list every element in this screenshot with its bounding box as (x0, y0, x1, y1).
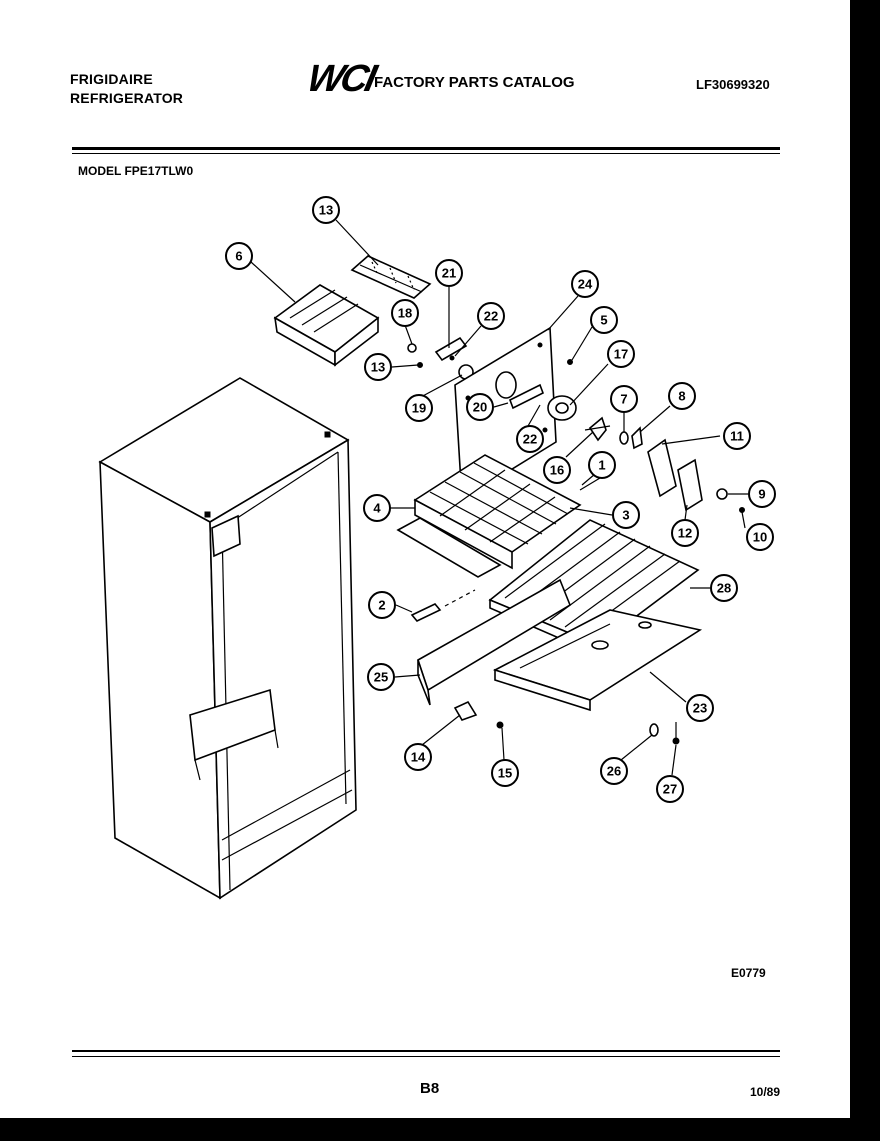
svg-text:19: 19 (412, 401, 426, 416)
footer-rule-thick (72, 1050, 780, 1052)
cabinet-label (211, 514, 241, 558)
svg-text:10: 10 (753, 530, 767, 545)
callout-18: 18 (391, 299, 419, 327)
svg-text:12: 12 (678, 526, 692, 541)
svg-text:7: 7 (620, 392, 627, 407)
svg-text:1: 1 (598, 458, 605, 473)
header-rule-thick (72, 147, 780, 150)
svg-text:22: 22 (523, 432, 537, 447)
catalog-number: LF30699320 (696, 77, 770, 92)
svg-text:18: 18 (398, 306, 412, 321)
callout-27: 27 (656, 775, 684, 803)
parts-7-8 (619, 426, 643, 450)
diagram-code: E0779 (731, 966, 766, 980)
callout-22-upper: 22 (477, 302, 505, 330)
callout-11: 11 (723, 422, 751, 450)
callout-5: 5 (590, 306, 618, 334)
svg-text:14: 14 (411, 750, 426, 765)
part-17-fan-motor (547, 395, 611, 442)
callout-21: 21 (435, 259, 463, 287)
svg-text:8: 8 (678, 389, 685, 404)
svg-text:11: 11 (730, 429, 744, 444)
callout-19: 19 (405, 394, 433, 422)
callout-13-top: 13 (312, 196, 340, 224)
svg-text:28: 28 (717, 581, 731, 596)
lower-small-parts (453, 700, 680, 745)
svg-text:26: 26 (607, 764, 621, 779)
cabinet-opening (209, 438, 357, 900)
small-parts-upper (407, 336, 474, 380)
cabinet-side (99, 460, 221, 900)
callout-20: 20 (466, 393, 494, 421)
cabinet (98, 377, 357, 900)
part-2 (410, 589, 476, 622)
svg-text:23: 23 (693, 701, 707, 716)
callout-10: 10 (746, 523, 774, 551)
svg-text:2: 2 (378, 598, 385, 613)
brand-line-2: REFRIGERATOR (70, 90, 184, 106)
callout-7: 7 (610, 385, 638, 413)
svg-text:21: 21 (442, 266, 456, 281)
svg-text:13: 13 (371, 360, 385, 375)
svg-text:6: 6 (235, 249, 242, 264)
svg-text:15: 15 (498, 766, 512, 781)
page-code: B8 (420, 1080, 440, 1097)
callout-8: 8 (668, 382, 696, 410)
part-24-panel (454, 326, 573, 502)
callout-3: 3 (612, 501, 640, 529)
callout-17: 17 (607, 340, 635, 368)
callout-16: 16 (543, 456, 571, 484)
svg-text:27: 27 (663, 782, 677, 797)
footer-rule-thin (72, 1056, 780, 1057)
part-4-evaporator (396, 454, 601, 578)
svg-text:22: 22 (484, 309, 498, 324)
callout-9: 9 (748, 480, 776, 508)
part-23-pan (492, 609, 703, 712)
leader-lines (250, 219, 748, 776)
callout-2: 2 (368, 591, 396, 619)
callout-23: 23 (686, 694, 714, 722)
callout-4: 4 (363, 494, 391, 522)
header-rule-thin (72, 153, 780, 154)
svg-text:5: 5 (600, 313, 607, 328)
callout-25: 25 (367, 663, 395, 691)
svg-text:24: 24 (578, 277, 593, 292)
callout-28: 28 (710, 574, 738, 602)
callout-14: 14 (404, 743, 432, 771)
svg-text:13: 13 (319, 203, 333, 218)
svg-text:20: 20 (473, 400, 487, 415)
model-label: MODEL FPE17TLW0 (78, 164, 194, 178)
callout-1: 1 (588, 451, 616, 479)
svg-text:4: 4 (373, 501, 381, 516)
catalog-page: FRIGIDAIRE REFRIGERATOR WCI FACTORY PART… (0, 0, 850, 1118)
callout-22-lower: 22 (516, 425, 544, 453)
svg-text:17: 17 (614, 347, 628, 362)
brand-line-1: FRIGIDAIRE (70, 71, 153, 87)
callout-6: 6 (225, 242, 253, 270)
exploded-parts-diagram: 1 2 3 4 5 6 7 8 9 10 11 12 13 13 14 15 1… (98, 196, 776, 900)
part-11-control (647, 438, 745, 513)
svg-text:16: 16 (550, 463, 564, 478)
svg-text:9: 9 (758, 487, 765, 502)
part-6-tray (273, 284, 380, 367)
part-25-baffle (417, 578, 571, 706)
callout-13-left: 13 (364, 353, 392, 381)
svg-text:25: 25 (374, 670, 388, 685)
catalog-date: 10/89 (750, 1085, 781, 1099)
part-13-grille (350, 255, 432, 299)
callout-15: 15 (491, 759, 519, 787)
callout-24: 24 (571, 270, 599, 298)
callout-26: 26 (600, 757, 628, 785)
svg-text:3: 3 (622, 508, 629, 523)
catalog-title: FACTORY PARTS CATALOG (374, 74, 575, 91)
callout-12: 12 (671, 519, 699, 547)
